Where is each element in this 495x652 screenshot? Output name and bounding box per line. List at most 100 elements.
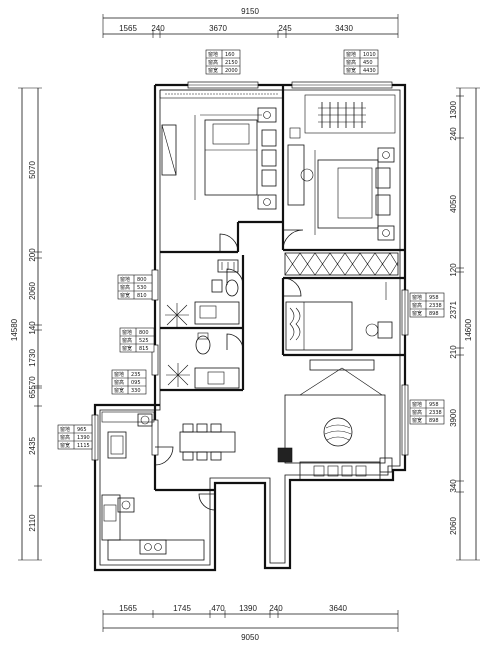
top-dimensions: 9150 1565 240 3670 245 3430: [102, 7, 399, 38]
left-dim-label: 1730: [28, 349, 37, 367]
top-total-label: 9150: [241, 7, 259, 16]
window-tag: 窗地 窗高 窗宽 958 2338 898: [409, 292, 445, 318]
tag-value: 450: [363, 60, 373, 66]
tag-label: 窗地: [114, 371, 124, 378]
tag-label: 窗高: [60, 434, 70, 441]
tag-label: 窗宽: [122, 345, 132, 352]
tag-label: 窗高: [412, 302, 422, 309]
tag-value: 965: [77, 427, 87, 433]
right-dim-label: 2060: [449, 517, 458, 535]
window-tag: 窗地 窗高 窗宽 958 2338 898: [409, 399, 445, 425]
right-dim-label: 4050: [449, 195, 458, 213]
left-dim-label: 140: [28, 321, 37, 335]
tag-value: 2150: [225, 60, 238, 66]
left-dim-label: 2060: [28, 282, 37, 300]
tag-value: 958: [429, 295, 439, 301]
top-dim-label: 3430: [335, 24, 353, 33]
bathroom-upper: [165, 259, 240, 327]
window-tag: 窗地 窗高 窗宽 965 1390 1115: [57, 424, 93, 450]
left-dimensions: 5070 200 2060 140 1730 65 570 2435 2110 …: [10, 87, 42, 561]
bottom-dimensions: 1565 1745 470 1390 240 3640 9050: [102, 604, 399, 642]
sofa: [299, 461, 381, 481]
tag-label: 窗地: [412, 401, 422, 408]
tag-label: 窗高: [208, 59, 218, 66]
top-dim-label: 245: [278, 24, 292, 33]
interior-walls: [153, 85, 405, 492]
tag-value: 1115: [77, 443, 90, 449]
tag-value: 095: [131, 380, 141, 386]
window-tag: 窗地 窗高 窗宽 1010 450 4430: [343, 49, 379, 75]
toilet: [225, 279, 239, 297]
tag-value: 800: [137, 277, 147, 283]
plant-icon: [277, 447, 293, 463]
right-dim-label: 210: [449, 345, 458, 359]
right-dim-label: 3900: [449, 409, 458, 427]
tag-value: 160: [225, 52, 235, 58]
right-dimensions: 240 1300 4050 120 2371 210 3900 340 2060…: [449, 87, 480, 561]
second-bedroom: [287, 94, 396, 241]
master-bedroom: [159, 89, 284, 210]
tag-label: 窗宽: [346, 67, 356, 74]
coffee-table: [323, 417, 353, 447]
right-dim-label: 120: [449, 263, 458, 277]
tag-label: 窗高: [122, 337, 132, 344]
tag-label: 窗地: [208, 51, 218, 58]
right-dim-label: 240: [449, 127, 458, 141]
tag-value: 4430: [363, 68, 376, 74]
tag-label: 窗宽: [120, 292, 130, 299]
bottom-dim-label: 240: [269, 604, 283, 613]
tag-label: 窗高: [120, 284, 130, 291]
bathroom-lower: [166, 332, 240, 389]
shelf-lines: [318, 102, 366, 128]
window-tag: 窗地 窗高 窗宽 800 530 810: [117, 274, 153, 300]
bottom-dim-label: 1390: [239, 604, 257, 613]
third-bedroom: [285, 282, 393, 351]
window-tag: 窗地 窗高 窗宽 800 525 815: [119, 327, 155, 353]
tag-value: 330: [131, 388, 141, 394]
tag-value: 235: [131, 372, 141, 378]
tag-label: 窗高: [114, 379, 124, 386]
left-dim-label: 65: [28, 389, 37, 398]
toilet: [195, 335, 211, 355]
double-bed: [317, 159, 379, 229]
left-total-label: 14580: [10, 318, 19, 341]
top-dim-label: 1565: [119, 24, 137, 33]
washing-machine: [107, 431, 127, 459]
dining-table: [179, 431, 236, 453]
doors: [154, 229, 304, 511]
tag-label: 窗地: [122, 329, 132, 336]
tag-label: 窗宽: [60, 442, 70, 449]
wardrobe: [284, 252, 399, 276]
rug: [284, 394, 386, 464]
right-dim-label: 340: [449, 479, 458, 493]
tag-value: 2338: [429, 303, 442, 309]
tag-label: 窗地: [346, 51, 356, 58]
left-dim-label: 5070: [28, 161, 37, 179]
tag-value: 2338: [429, 410, 442, 416]
tag-value: 800: [139, 330, 149, 336]
double-bed: [204, 119, 258, 196]
tag-label: 窗地: [120, 276, 130, 283]
window-tag: 窗地 窗高 窗宽 235 095 330: [111, 369, 147, 395]
laundry-area: [101, 411, 155, 459]
bottom-total-label: 9050: [241, 633, 259, 642]
tag-value: 810: [137, 293, 147, 299]
dining-area: [179, 423, 236, 461]
top-dim-label: 240: [151, 24, 165, 33]
tag-value: 1010: [363, 52, 376, 58]
left-dim-label: 200: [28, 248, 37, 262]
tag-label: 窗高: [412, 409, 422, 416]
right-dim-label: 2371: [449, 301, 458, 319]
kitchen: [101, 494, 205, 561]
tag-value: 525: [139, 338, 149, 344]
tag-label: 窗宽: [208, 67, 218, 74]
left-dim-label: 2110: [28, 514, 37, 532]
tag-value: 815: [139, 346, 149, 352]
window-tag: 窗地 窗高 窗宽 160 2150 2000: [205, 49, 241, 75]
living-room: [277, 359, 393, 481]
tag-value: 898: [429, 418, 439, 424]
single-bed: [285, 301, 353, 351]
left-dim-label: 2435: [28, 437, 37, 455]
right-dim-label: 1300: [449, 101, 458, 119]
